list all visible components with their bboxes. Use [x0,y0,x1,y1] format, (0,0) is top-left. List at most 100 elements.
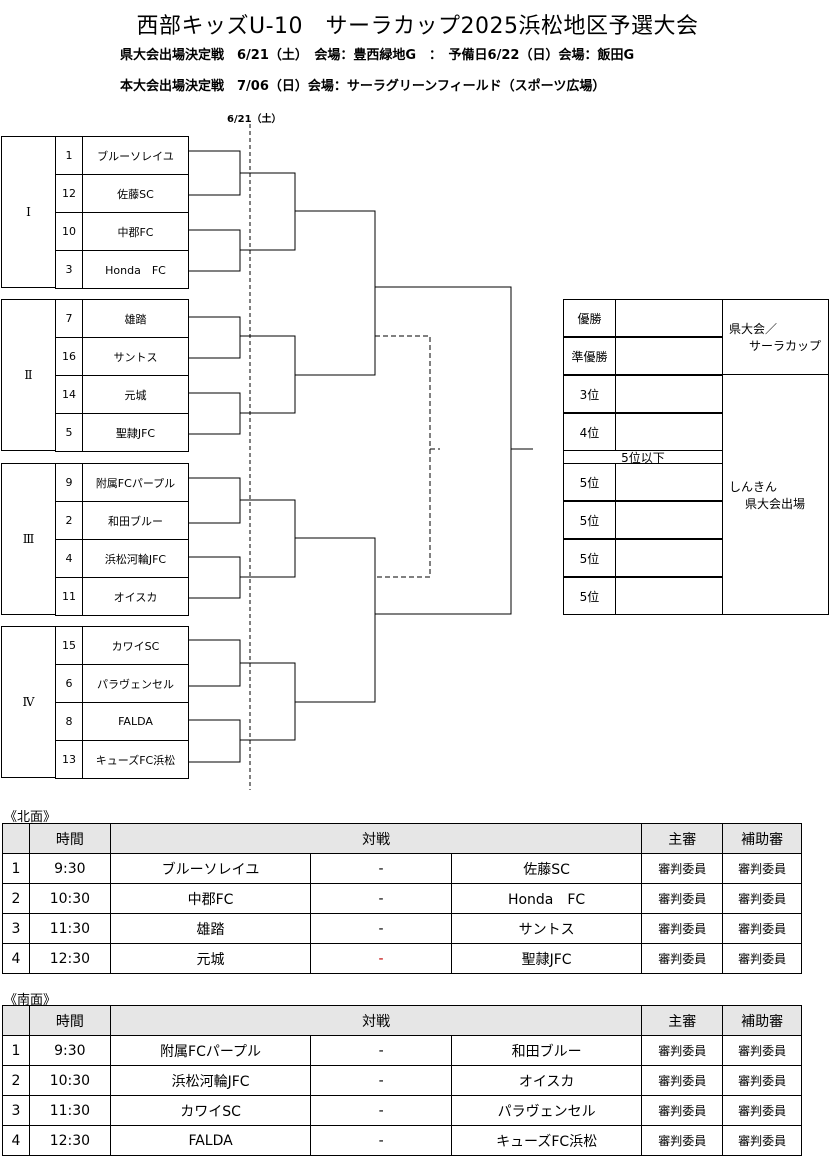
match-number: 4 [2,1125,30,1156]
away-team: Honda FC [450,883,643,914]
assistant-referee: 審判委員 [722,883,802,914]
referee: 審判委員 [641,853,724,884]
away-team: 佐藤SC [450,853,643,884]
team-seed-number: 13 [55,740,83,779]
header-match: 対戦 [109,823,643,854]
versus-separator: - [310,913,452,944]
header-referee: 主審 [641,1005,724,1036]
referee: 審判委員 [641,1035,724,1066]
team-name: 中郡FC [82,212,189,251]
rank-label: 3位 [563,375,616,413]
team-seed-number: 4 [55,539,83,578]
match-number: 2 [2,1065,30,1096]
header-number [2,823,30,854]
rank-team-slot [615,501,723,539]
match-time: 10:30 [28,1065,111,1096]
assistant-referee: 審判委員 [722,1035,802,1066]
header-assistant: 補助審 [722,823,802,854]
match-time: 11:30 [28,1095,111,1126]
assistant-referee: 審判委員 [722,1065,802,1096]
rank-label: 5位 [563,463,616,501]
page-title: 西部キッズU-10 サーラカップ2025浜松地区予選大会 [136,14,699,39]
team-name: 浜松河輪JFC [82,539,189,578]
team-seed-number: 12 [55,174,83,213]
group-label: Ⅱ [1,299,56,451]
team-seed-number: 11 [55,577,83,616]
match-number: 4 [2,943,30,974]
team-name: パラヴェンセル [82,664,189,703]
south-header-row: 時間 対戦 主審 補助審 [2,1005,802,1036]
assistant-referee: 審判委員 [722,913,802,944]
versus-separator: - [310,1125,452,1156]
versus-separator: - [310,853,452,884]
referee: 審判委員 [641,1065,724,1096]
team-name: Honda FC [82,250,189,289]
match-time: 9:30 [28,853,111,884]
match-number: 1 [2,853,30,884]
team-name: 聖隷JFC [82,413,189,452]
match-time: 12:30 [28,1125,111,1156]
away-team: キューズFC浜松 [450,1125,643,1156]
header-time: 時間 [28,1005,111,1036]
home-team: 雄踏 [109,913,312,944]
schedule-line-1: 県大会出場決定戦 6/21（土） 会場：豊西緑地G ： 予備日6/22（日）会場… [120,48,635,63]
referee: 審判委員 [641,913,724,944]
schedule-line-2: 本大会出場決定戦 7/06（日）会場：サーラグリーンフィールド（スポーツ広場） [120,79,606,94]
team-name: キューズFC浜松 [82,740,189,779]
team-seed-number: 8 [55,702,83,741]
team-seed-number: 2 [55,501,83,540]
team-name: 附属FCパープル [82,463,189,502]
rank-team-slot [615,375,723,413]
north-section-label: 《北面》 [4,810,57,825]
below-fifth-label: 5位以下 [563,450,723,465]
group-label: Ⅰ [1,136,56,288]
tournament-bracket-lines [189,124,533,790]
rank-team-slot [615,463,723,501]
team-name: 雄踏 [82,299,189,338]
home-team: 浜松河輪JFC [109,1065,312,1096]
away-team: オイスカ [450,1065,643,1096]
team-seed-number: 14 [55,375,83,414]
note-line: サーラカップ [749,339,822,353]
match-number: 3 [2,913,30,944]
rank-label: 5位 [563,539,616,577]
versus-separator: - [310,1095,452,1126]
assistant-referee: 審判委員 [722,1125,802,1156]
home-team: ブルーソレイユ [109,853,312,884]
rank-label: 4位 [563,413,616,451]
rank-label: 5位 [563,501,616,539]
home-team: 元城 [109,943,312,974]
home-team: 附属FCパープル [109,1035,312,1066]
rank-team-slot [615,337,723,375]
rank-label: 準優勝 [563,337,616,375]
team-seed-number: 1 [55,136,83,175]
home-team: FALDA [109,1125,312,1156]
team-seed-number: 3 [55,250,83,289]
team-seed-number: 16 [55,337,83,376]
team-seed-number: 10 [55,212,83,251]
away-team: 和田ブルー [450,1035,643,1066]
note-line: しんきん [729,479,778,494]
team-seed-number: 6 [55,664,83,703]
match-number: 3 [2,1095,30,1126]
qualification-note-shinkin: しんきん県大会出場 [722,374,829,615]
qualification-note-prefecture: 県大会／サーラカップ [722,299,829,375]
match-number: 2 [2,883,30,914]
away-team: サントス [450,913,643,944]
header-match: 対戦 [109,1005,643,1036]
team-seed-number: 15 [55,626,83,665]
versus-separator: - [310,883,452,914]
referee: 審判委員 [641,1095,724,1126]
bracket-date-label: 6/21（土） [227,114,282,125]
referee: 審判委員 [641,943,724,974]
team-name: ブルーソレイユ [82,136,189,175]
team-name: カワイSC [82,626,189,665]
team-name: サントス [82,337,189,376]
header-referee: 主審 [641,823,724,854]
assistant-referee: 審判委員 [722,853,802,884]
team-seed-number: 9 [55,463,83,502]
team-name: 佐藤SC [82,174,189,213]
